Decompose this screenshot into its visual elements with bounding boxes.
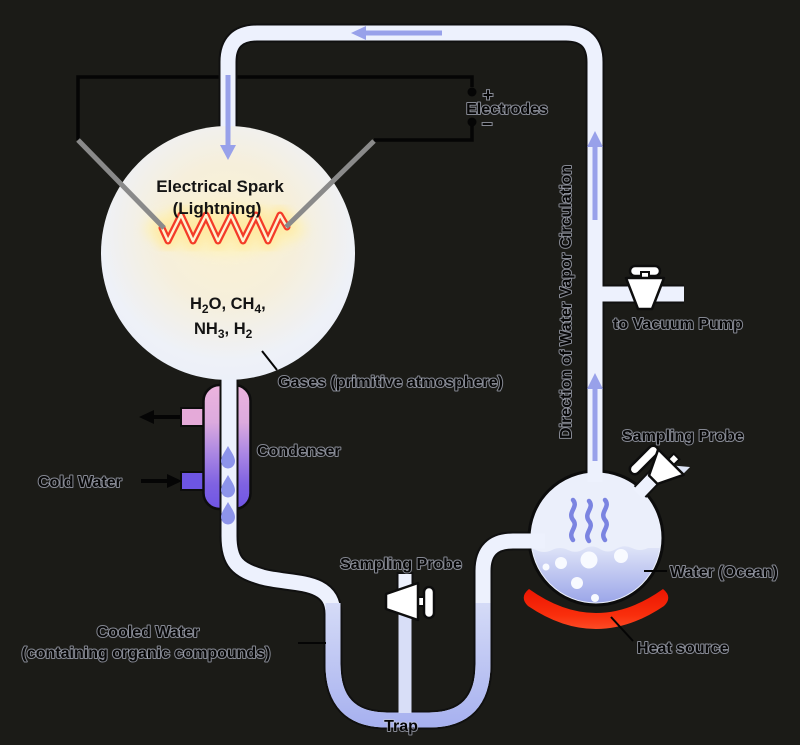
- electrode-rods: [76, 138, 376, 230]
- valve-funnel: [624, 276, 666, 311]
- trap-water: [325, 603, 491, 728]
- droplet-icon: [221, 475, 235, 498]
- plus-sign: +: [483, 85, 494, 105]
- heat-source-leader: [610, 616, 634, 642]
- electrode-rod-right: [284, 139, 376, 229]
- trap-label: Trap: [384, 718, 418, 735]
- electrode-rod-left: [76, 138, 166, 230]
- droplet-icon: [221, 446, 235, 469]
- condensed-droplets: [221, 446, 235, 525]
- heat-source-label: Heat source: [637, 640, 729, 657]
- flow-arrow-left-icon: [351, 26, 442, 40]
- flow-arrow-up-top-icon: [587, 131, 603, 220]
- ocean-bubbles: [542, 549, 628, 602]
- sampling-probe-trap-label: Sampling Probe: [340, 556, 462, 573]
- wire-positive: [76, 75, 474, 140]
- heat-source: [523, 589, 669, 629]
- wire-negative: [374, 126, 474, 142]
- flow-arrow-down-icon: [220, 75, 236, 160]
- electrodes-label: Electrodes: [466, 101, 548, 118]
- condenser-label: Condenser: [257, 443, 341, 460]
- gas-formula-line1: H2O, CH4,: [190, 295, 266, 316]
- spark-label-line2: (Lightning): [173, 199, 262, 218]
- condenser-unit: [180, 383, 252, 511]
- droplet-icon: [221, 502, 235, 525]
- terminal-negative-dot: [467, 117, 477, 127]
- cold-water-label: Cold Water: [38, 474, 122, 491]
- steam-icon: [569, 497, 609, 544]
- bubble: [591, 594, 599, 602]
- cold-water-in-arrow-icon: [141, 474, 182, 488]
- bubble: [571, 577, 583, 589]
- flow-arrow-up-bottom-icon: [587, 373, 603, 461]
- bubble: [555, 557, 567, 569]
- stopcock-handle-icon: [628, 444, 660, 476]
- stopcock-shade: [674, 465, 691, 475]
- gases-label: Gases (primitive atmosphere): [278, 374, 503, 391]
- vacuum-pump-label: to Vacuum Pump: [613, 316, 743, 333]
- sampling-probe-ocean-label: Sampling Probe: [622, 428, 744, 445]
- minus-sign: −: [482, 114, 493, 134]
- bubble: [542, 563, 550, 571]
- spark-zigzag-core: [160, 213, 289, 243]
- bubble: [614, 549, 628, 563]
- condenser-trap-tube: [221, 368, 546, 728]
- valve-funnel: [384, 581, 420, 622]
- terminal-positive-dot: [467, 87, 477, 97]
- cooled-water-label-line2: (containing organic compounds): [22, 645, 271, 662]
- gas-formula-line2: NH3, H2: [194, 320, 253, 341]
- ocean-sampling-probe: [628, 444, 691, 499]
- water-ocean-label: Water (Ocean): [670, 564, 778, 581]
- gases-leader: [261, 350, 278, 371]
- circulation-label: Direction of Water Vapor Circulation: [558, 165, 575, 439]
- spark-label-line1: Electrical Spark: [156, 177, 284, 196]
- trap-valve-icon: [384, 581, 436, 622]
- stopcock-funnel-icon: [647, 448, 685, 486]
- cold-water-out-arrow-icon: [139, 410, 180, 424]
- valve-handle: [422, 585, 436, 620]
- leader-lines: [261, 350, 667, 644]
- electrode-wiring: [76, 75, 474, 142]
- cooled-water-label-line1: Cooled Water: [97, 624, 200, 641]
- vacuum-valve-icon: [624, 264, 666, 311]
- bubble: [580, 551, 598, 569]
